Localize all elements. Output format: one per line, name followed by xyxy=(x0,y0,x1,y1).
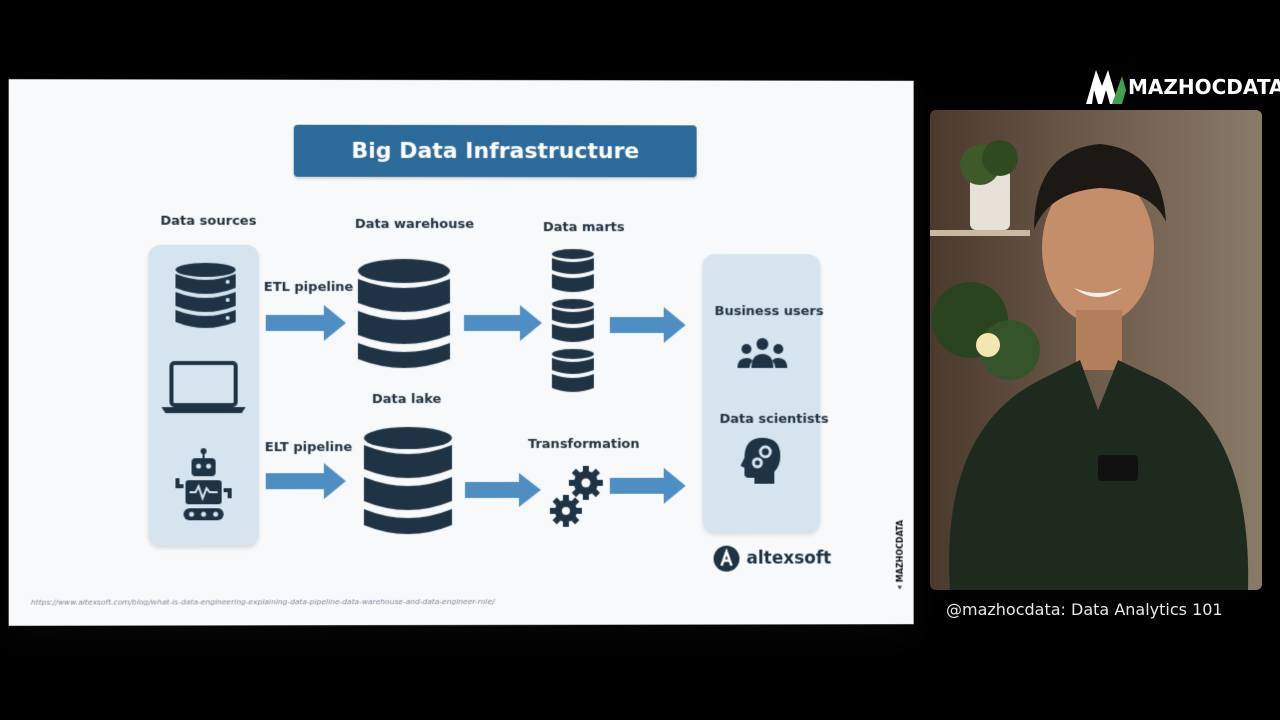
label-transformation: Transformation xyxy=(527,436,640,452)
gears-icon xyxy=(550,466,604,528)
label-elt-pipeline: ELT pipeline xyxy=(264,440,353,456)
label-data-warehouse: Data warehouse xyxy=(354,216,475,233)
altexsoft-logo: altexsoft xyxy=(713,545,832,573)
arrow-transformation-to-scientists xyxy=(609,467,686,504)
altexsoft-logo-icon xyxy=(713,545,740,572)
arrow-etl xyxy=(265,304,346,341)
mazhocdata-logo-icon xyxy=(1086,70,1126,104)
slide: Big Data Infrastructure Data sources Dat… xyxy=(8,79,914,626)
label-etl-pipeline: ETL pipeline xyxy=(263,279,354,295)
arrow-lake-to-transformation xyxy=(465,473,541,507)
label-data-sources: Data sources xyxy=(160,213,257,229)
label-data-scientists: Data scientists xyxy=(719,411,829,427)
data-lake-icon xyxy=(363,426,452,534)
laptop-icon xyxy=(161,361,246,413)
arrow-elt xyxy=(265,463,346,499)
database-icon xyxy=(175,262,236,328)
data-marts-icon xyxy=(552,249,595,393)
slide-title: Big Data Infrastructure xyxy=(293,124,697,178)
robot-icon xyxy=(175,448,232,520)
side-logo-mark-icon xyxy=(897,584,902,590)
video-caption: @mazhocdata: Data Analytics 101 xyxy=(946,600,1223,619)
presenter-video xyxy=(930,110,1262,590)
data-scientist-head-icon xyxy=(740,437,781,484)
arrow-warehouse-to-marts xyxy=(464,305,542,342)
data-warehouse-icon xyxy=(357,258,450,368)
consumers-card xyxy=(702,254,821,532)
users-group-icon xyxy=(737,338,788,368)
label-data-lake: Data lake xyxy=(371,392,442,408)
source-url: https://www.altexsoft.com/blog/what-is-d… xyxy=(30,596,495,607)
mazhocdata-brand-logo: MAZHOCDATA xyxy=(1086,70,1280,104)
label-data-marts: Data marts xyxy=(542,220,625,236)
side-logo-text: MAZHOCDATA xyxy=(895,519,905,582)
arrow-marts-to-users xyxy=(609,307,686,344)
side-mazhocdata-logo: MAZHOCDATA xyxy=(889,520,911,590)
label-business-users: Business users xyxy=(714,304,824,320)
brand-text: MAZHOCDATA xyxy=(1128,75,1280,99)
altexsoft-logo-text: altexsoft xyxy=(746,548,832,569)
presenter-video-frame xyxy=(930,110,1262,590)
